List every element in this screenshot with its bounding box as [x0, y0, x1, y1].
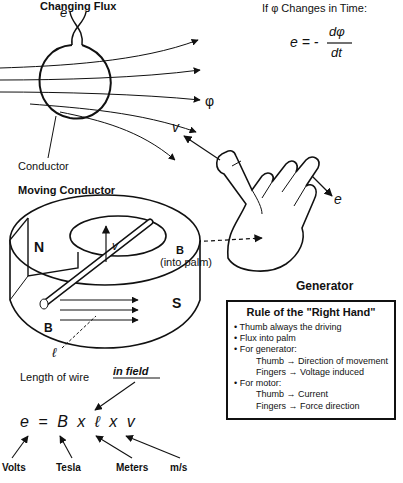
label: ℓ	[52, 346, 56, 360]
box-line: Thumb → Direction of movement	[234, 356, 388, 367]
label: Meters	[116, 462, 148, 473]
box-heading: Rule of the "Right Hand"	[234, 306, 388, 320]
label: m/s	[170, 462, 187, 473]
label: N	[34, 240, 44, 255]
right-hand	[184, 136, 332, 271]
label: B	[44, 322, 53, 335]
fraction-bar	[327, 42, 352, 43]
label: v	[172, 120, 179, 135]
flux-loop	[0, 12, 200, 160]
label: Length of wire	[20, 371, 89, 383]
box-line: • Flux into palm	[234, 333, 388, 344]
label: Moving Conductor	[18, 184, 115, 196]
label: in field	[113, 365, 148, 377]
box-line: • For motor:	[234, 378, 388, 389]
label: Conductor	[18, 160, 69, 172]
label: B	[176, 244, 184, 256]
label: Generator	[296, 280, 353, 293]
label: φ	[205, 94, 214, 109]
underline	[113, 378, 160, 379]
label: e	[334, 192, 342, 207]
formula-leaders	[12, 382, 180, 458]
box-line: Thumb → Current	[234, 389, 388, 400]
label: dφ	[329, 25, 345, 39]
box-line: • Thumb always the driving	[234, 322, 388, 333]
label: S	[172, 296, 181, 311]
label: If φ Changes in Time:	[262, 2, 367, 14]
label: Tesla	[56, 462, 81, 473]
label: dt	[331, 46, 342, 60]
rule-box: Rule of the "Right Hand" • Thumb always t…	[226, 300, 396, 420]
label: e = -	[290, 35, 318, 50]
box-line: Fingers → Voltage induced	[234, 367, 388, 378]
label: Volts	[2, 462, 26, 473]
label: e	[60, 6, 67, 20]
label: e = B x ℓ x v	[20, 413, 135, 431]
label: (into palm)	[160, 256, 212, 268]
label: v	[112, 240, 118, 253]
label: Changing Flux	[40, 0, 116, 12]
box-line: Fingers → Force direction	[234, 401, 388, 412]
box-line: • For generator:	[234, 344, 388, 355]
ring-magnet	[10, 195, 200, 348]
